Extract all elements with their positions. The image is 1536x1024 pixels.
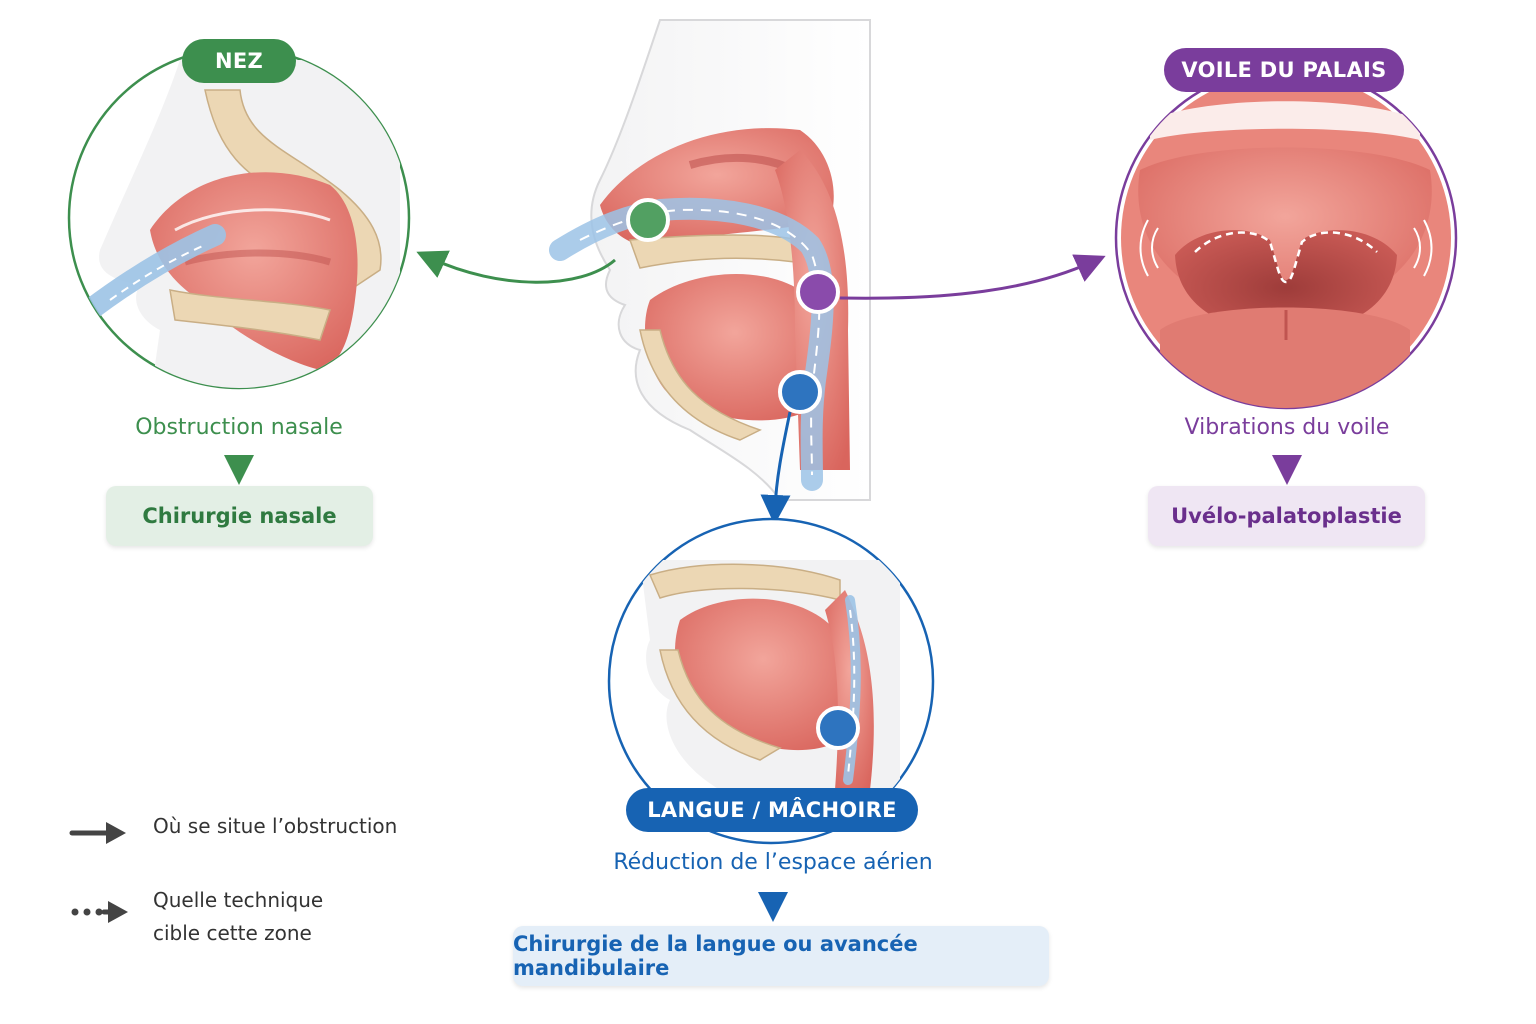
palate-detail-illustration	[1116, 68, 1456, 420]
nose-connector-arrow	[430, 258, 615, 282]
legend-dotted-arrow-icon	[72, 901, 129, 923]
nose-label-pill: NEZ	[182, 39, 296, 83]
tongue-treatment-box: Chirurgie de la langue ou avancée mandib…	[513, 926, 1049, 986]
palate-connector-arrow	[840, 262, 1092, 298]
nose-detail-illustration	[69, 48, 409, 400]
legend-solid-arrow-icon	[72, 822, 126, 844]
head-profile-illustration	[560, 20, 870, 500]
palate-obstruction-marker	[798, 272, 838, 312]
legend-solid-text: Où se situe l’obstruction	[153, 810, 397, 843]
legend-dotted-text-line1: Quelle technique	[153, 884, 323, 917]
tongue-obstruction-marker	[780, 372, 820, 412]
palate-finding-text: Vibrations du voile	[1137, 415, 1437, 440]
nose-finding-text: Obstruction nasale	[89, 415, 389, 440]
nose-obstruction-marker	[628, 200, 668, 240]
palate-treatment-box: Uvélo-palatoplastie	[1148, 486, 1425, 546]
tongue-label-pill: LANGUE / MÂCHOIRE	[626, 788, 918, 832]
legend-dotted-text-line2: cible cette zone	[153, 917, 312, 950]
tongue-finding-text: Réduction de l’espace aérien	[593, 850, 953, 875]
nose-treatment-box: Chirurgie nasale	[106, 486, 373, 546]
tongue-detail-marker	[818, 708, 858, 748]
palate-label-pill: VOILE DU PALAIS	[1164, 48, 1404, 92]
